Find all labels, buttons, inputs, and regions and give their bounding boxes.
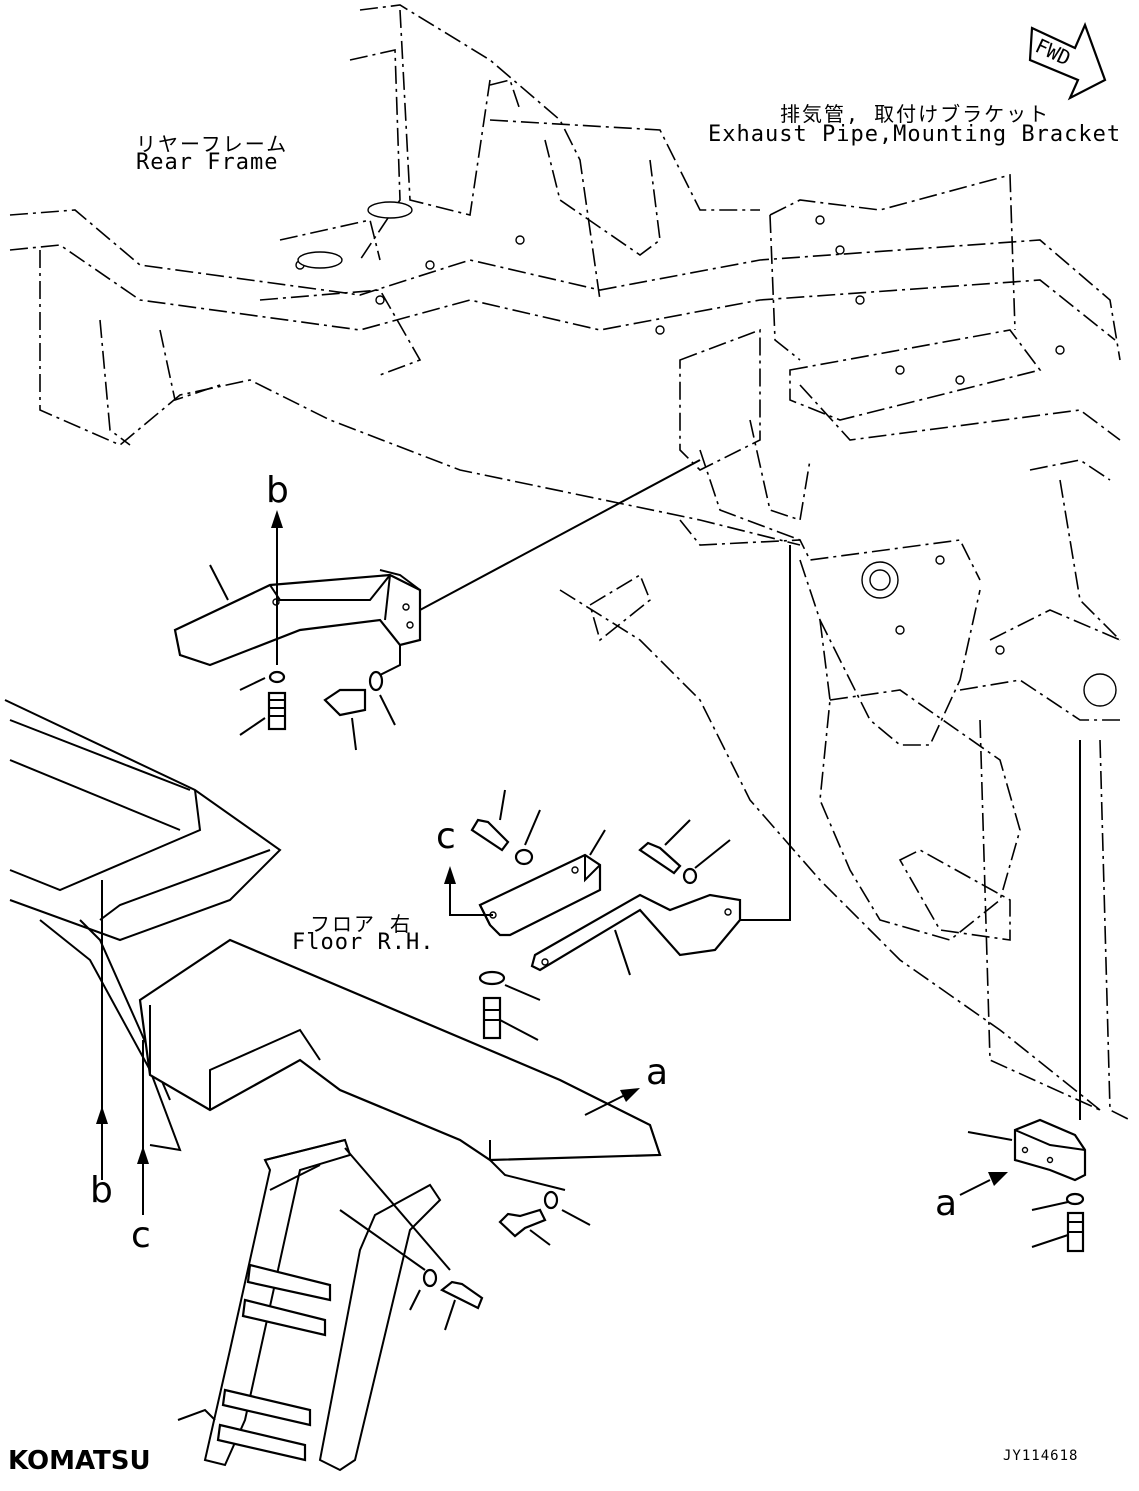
callout-a-center: a xyxy=(646,1052,669,1093)
komatsu-logo: KOMATSU xyxy=(8,1446,151,1476)
exhaust-bracket-hardware xyxy=(239,459,701,751)
bottom-left-arrows xyxy=(96,880,149,1215)
floor-rh-label-en: Floor R.H. xyxy=(292,930,435,955)
ladder-drawing xyxy=(177,1138,451,1472)
floor-rh-drawing xyxy=(138,938,662,1162)
callout-b-top: b xyxy=(266,470,289,511)
exhaust-label-jp: 排気管, 取付けブラケット xyxy=(780,102,1051,126)
center-brackets-drawing xyxy=(444,545,791,1116)
right-bracket-drawing xyxy=(959,740,1087,1253)
exhaust-bracket-drawing xyxy=(173,564,422,667)
callout-c-bottom: c xyxy=(131,1215,151,1256)
exhaust-label-en: Exhaust Pipe,Mounting Bracket xyxy=(708,122,1122,147)
callout-c-center: c xyxy=(436,816,456,857)
callout-b-bottom: b xyxy=(90,1170,113,1211)
ladder-hardware xyxy=(339,1159,591,1331)
floor-rh-label-jp: フロア 右 xyxy=(310,912,413,936)
drawing-code: JY114618 xyxy=(1003,1448,1079,1464)
rear-frame-label-jp: リヤーフレーム xyxy=(136,132,289,156)
callout-a-right: a xyxy=(935,1183,958,1224)
fwd-arrow-icon xyxy=(1028,22,1107,101)
rear-frame-label-en: Rear Frame xyxy=(136,150,279,175)
rear-frame-drawing xyxy=(9,4,1131,1121)
